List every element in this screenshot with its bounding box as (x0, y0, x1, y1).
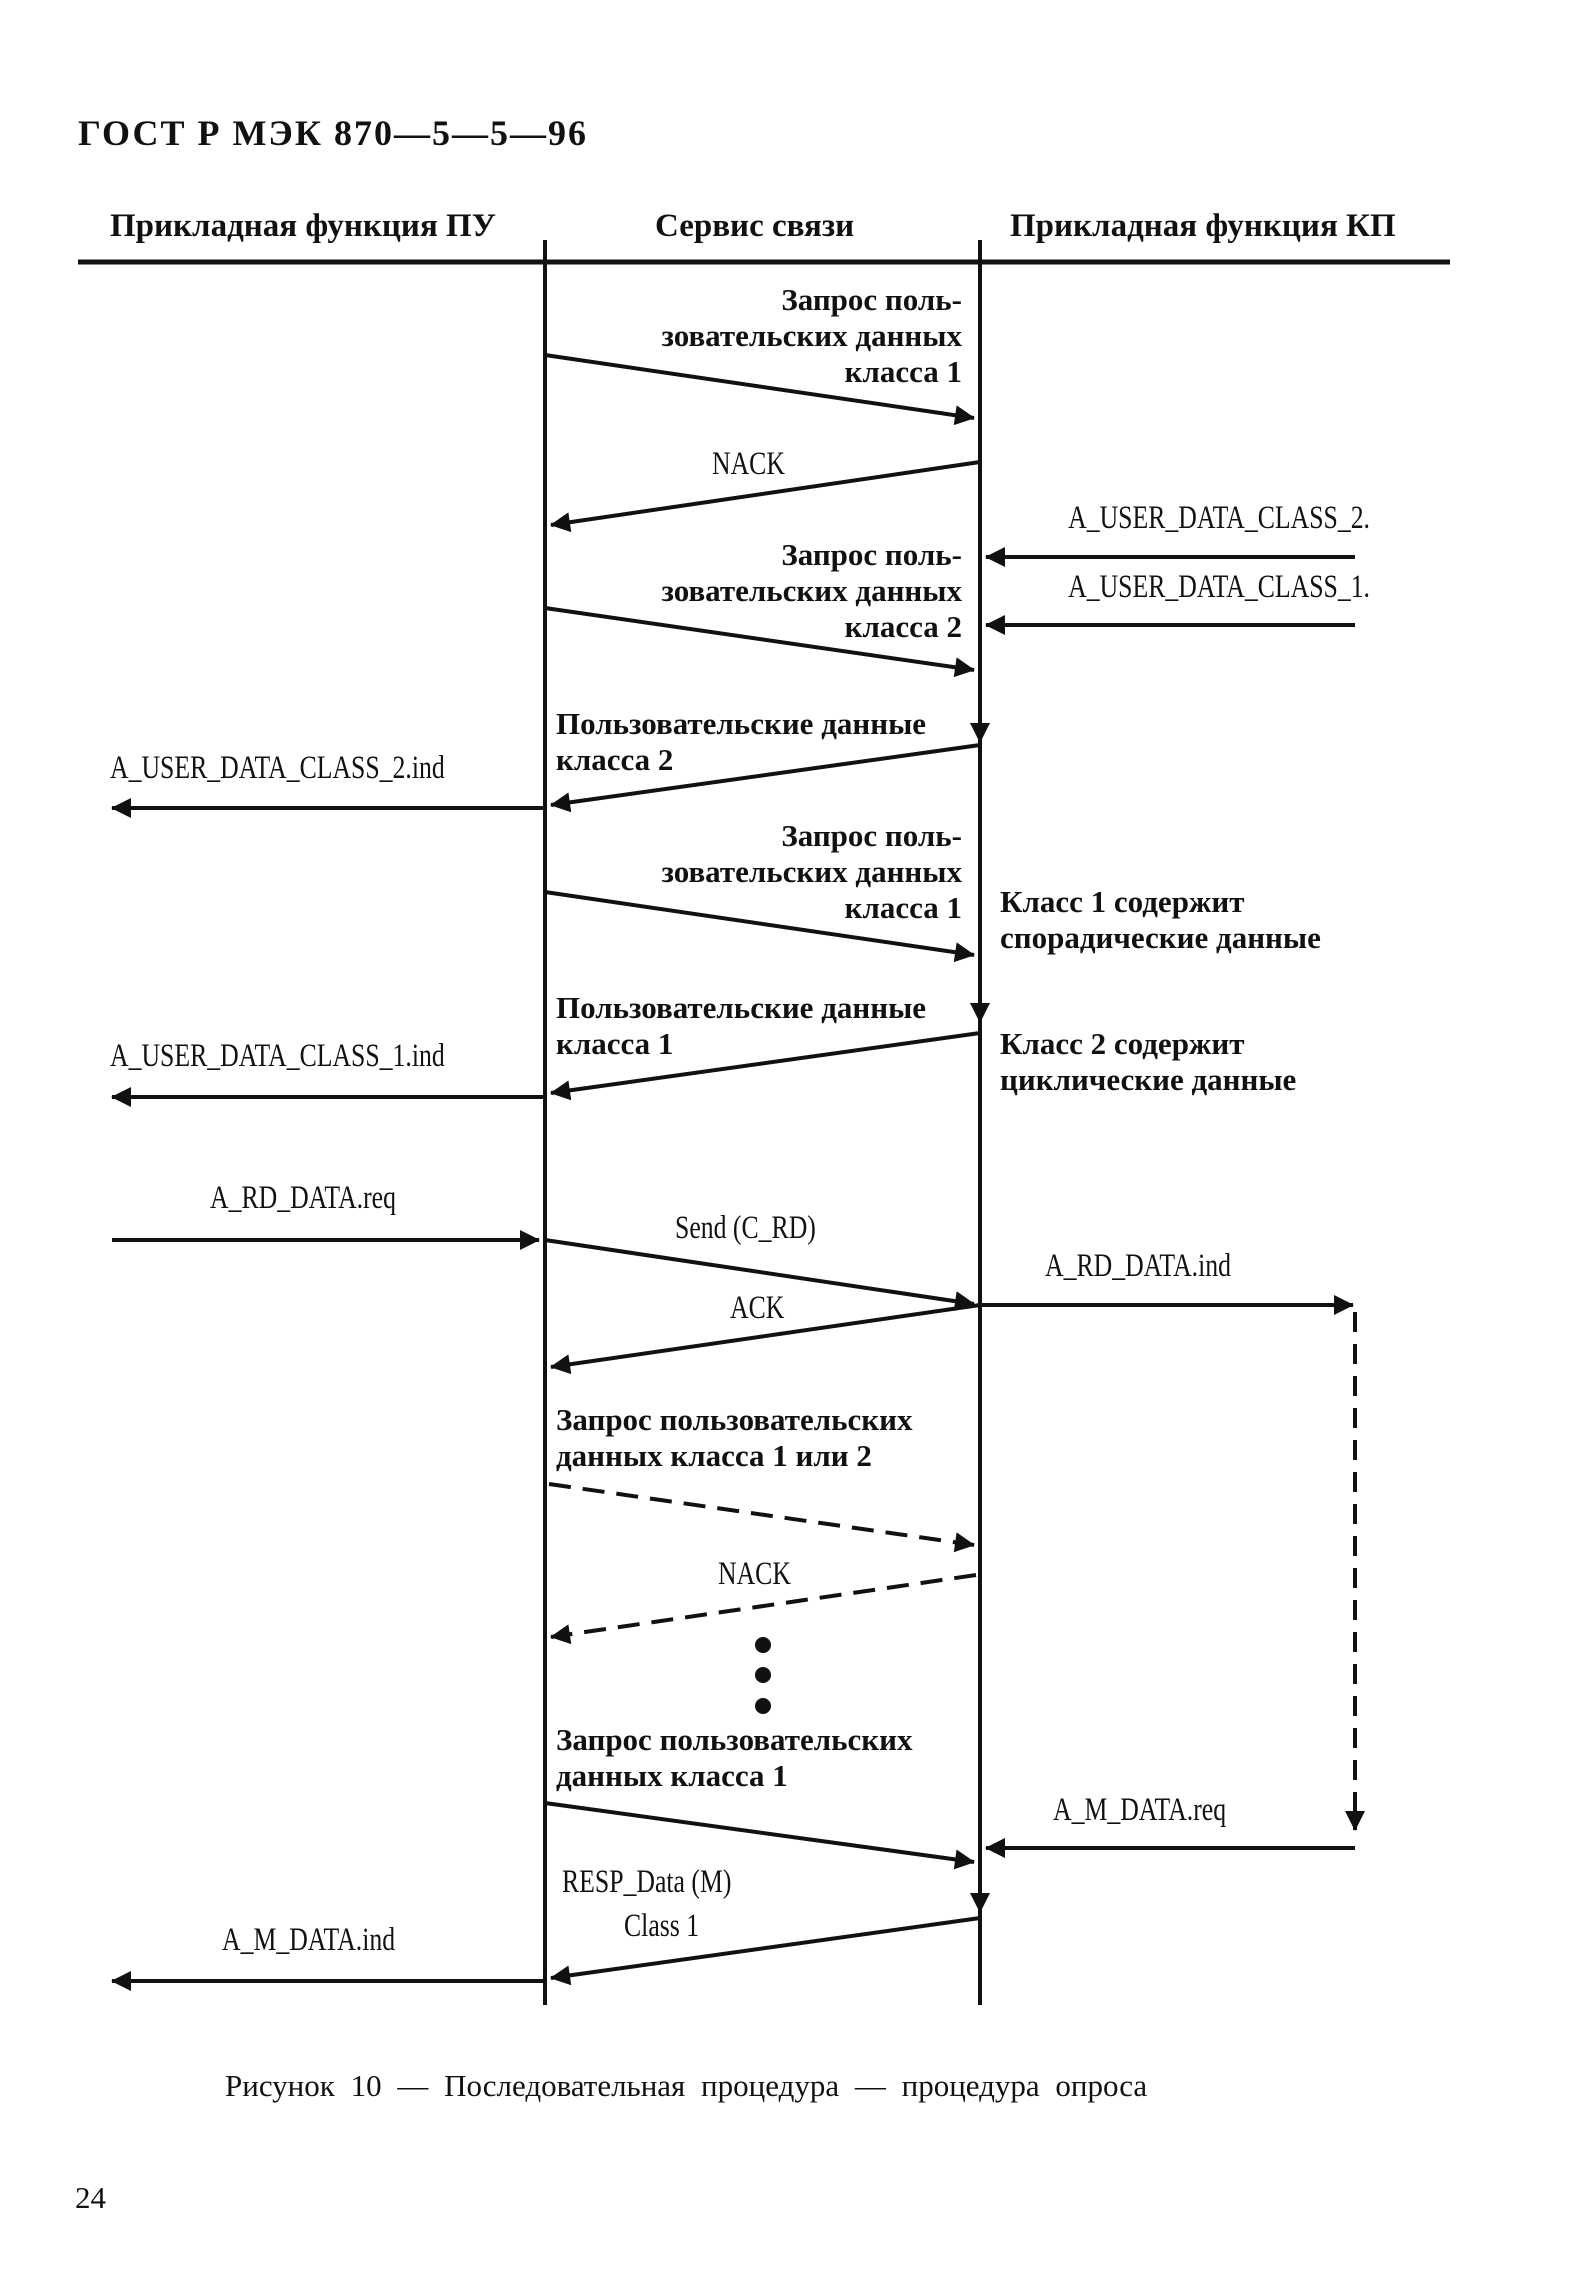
label-request-class1or2: Запрос пользовательских данных класса 1 … (556, 1402, 913, 1474)
label-ack: ACK (730, 1290, 785, 1326)
continuation-dots (755, 1637, 771, 1714)
document-header: ГОСТ Р МЭК 870—5—5—96 (78, 113, 588, 153)
label-line: зовательских данных (661, 573, 962, 608)
label-request-final-class1: Запрос пользовательских данных класса 1 (556, 1722, 913, 1794)
note-class2: Класс 2 содержит циклические данные (1000, 1026, 1296, 1098)
continuation-dot (755, 1698, 771, 1714)
arrow-request-class1or2-dashed (548, 1482, 975, 1553)
label-send-crd: Send (C_RD) (675, 1210, 816, 1246)
arrow-ack (550, 1303, 981, 1375)
label-line: Пользовательские данные (556, 706, 927, 741)
figure-caption: Рисунок 10 — Последовательная процедура … (225, 2068, 1148, 2103)
label-line: данных класса 1 или 2 (556, 1438, 872, 1473)
arrow-response-class2 (550, 743, 981, 813)
label-line: Запрос пользовательских (556, 1402, 913, 1437)
label-request-class1-again: Запрос поль- зовательских данных класса … (661, 818, 962, 926)
label-line: Запрос поль- (781, 537, 962, 572)
note-line: Класс 2 содержит (1000, 1026, 1245, 1061)
arrow-send-crd (544, 1238, 975, 1312)
label-nack-2: NACK (718, 1556, 791, 1592)
label-line: Пользовательские данные (556, 990, 927, 1025)
label-user-data-class2-ind: A_USER_DATA_CLASS_2.ind (110, 750, 445, 786)
label-m-data-ind: A_M_DATA.ind (222, 1922, 396, 1958)
label-resp-data-m: RESP_Data (M) (562, 1864, 732, 1900)
label-line: Запрос поль- (781, 818, 962, 853)
label-line: класса 2 (844, 609, 962, 644)
label-line: Запрос пользовательских (556, 1722, 913, 1757)
label-resp-data-m-class: Class 1 (624, 1908, 700, 1944)
arrow-request-class1-again (544, 890, 975, 963)
arrow-response-class1 (550, 1031, 981, 1101)
label-response-class2: Пользовательские данные класса 2 (556, 706, 926, 778)
label-request-class1: Запрос поль- зовательских данных класса … (661, 282, 962, 390)
label-line: класса 1 (844, 354, 962, 389)
label-request-class2: Запрос поль- зовательских данных класса … (661, 537, 962, 645)
label-line: зовательских данных (661, 318, 962, 353)
arrow-request-class2 (544, 606, 975, 678)
note-class1: Класс 1 содержит спорадические данные (1000, 884, 1321, 956)
label-m-data-req: A_M_DATA.req (1053, 1792, 1227, 1828)
label-user-data-class1-ind: A_USER_DATA_CLASS_1.ind (110, 1038, 445, 1074)
note-line: Класс 1 содержит (1000, 884, 1245, 919)
column-header-middle: Сервис связи (655, 208, 855, 244)
label-line: Запрос поль- (781, 282, 962, 317)
label-rd-data-req: A_RD_DATA.req (210, 1180, 396, 1216)
label-user-data-class1-in: A_USER_DATA_CLASS_1. (1068, 569, 1370, 605)
label-nack-1: NACK (712, 446, 785, 482)
label-rd-data-ind: A_RD_DATA.ind (1045, 1248, 1231, 1284)
note-line: спорадические данные (1000, 920, 1321, 955)
label-line: зовательских данных (661, 854, 962, 889)
column-header-right: Прикладная функция КП (1010, 208, 1396, 244)
arrow-nack-2-dashed (550, 1573, 977, 1645)
label-user-data-class2-in: A_USER_DATA_CLASS_2. (1068, 500, 1370, 536)
label-line: класса 2 (556, 742, 674, 777)
label-line: класса 1 (844, 890, 962, 925)
label-line: данных класса 1 (556, 1758, 788, 1793)
arrow-nack-1 (550, 460, 981, 533)
continuation-dot (755, 1637, 771, 1653)
note-line: циклические данные (1000, 1062, 1297, 1097)
label-response-class1: Пользовательские данные класса 1 (556, 990, 926, 1062)
column-header-left: Прикладная функция ПУ (110, 208, 496, 244)
arrow-request-class1 (544, 353, 975, 426)
arrow-resp-data-m (550, 1916, 981, 1986)
label-line: класса 1 (556, 1026, 674, 1061)
arrow-request-final-class1 (544, 1801, 975, 1870)
page-number: 24 (75, 2180, 106, 2215)
continuation-dot (755, 1667, 771, 1683)
